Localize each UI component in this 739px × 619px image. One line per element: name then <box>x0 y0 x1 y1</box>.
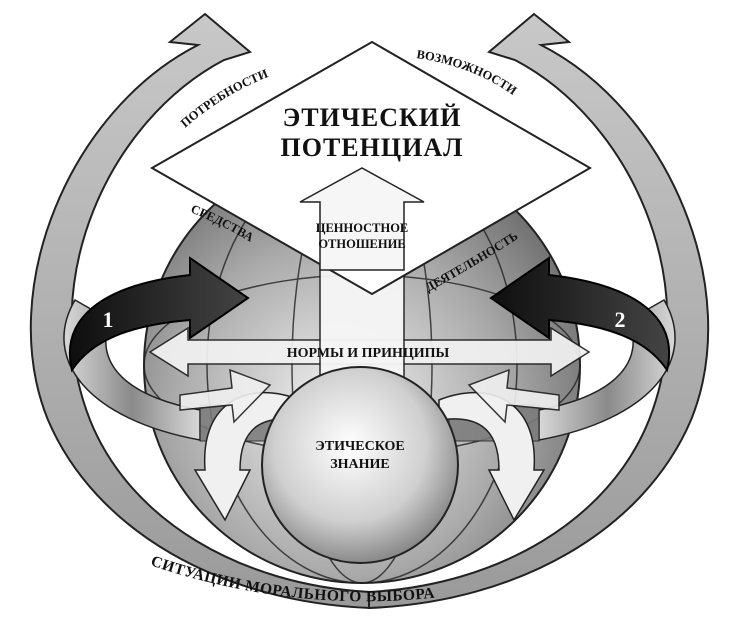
inner-sphere <box>261 366 459 564</box>
inner-sphere-label-line2: ЗНАНИЕ <box>330 457 390 472</box>
central-up-arrow-overlay <box>299 167 425 271</box>
arrow-1-number: 1 <box>103 307 114 332</box>
inner-sphere-label-line1: ЭТИЧЕСКОЕ <box>315 439 404 454</box>
ethical-potential-diamond <box>149 40 592 296</box>
norms-label: НОРМЫ И ПРИНЦИПЫ <box>287 346 450 361</box>
curved-white-arrows <box>179 368 560 522</box>
outer-right-arc-arrow <box>368 12 710 610</box>
dark-arrow-1 <box>69 256 250 373</box>
center-arrow-label-line1: ЦЕННОСТНОЕ <box>316 221 409 235</box>
center-arrow-label-line2: ОТНОШЕНИЕ <box>318 237 405 251</box>
diagram-title-line1: ЭТИЧЕСКИЙ <box>283 103 462 132</box>
dark-arrow-2 <box>489 256 670 373</box>
diagram-title-line2: ПОТЕНЦИАЛ <box>281 133 464 162</box>
arrow-2-number: 2 <box>615 307 626 332</box>
